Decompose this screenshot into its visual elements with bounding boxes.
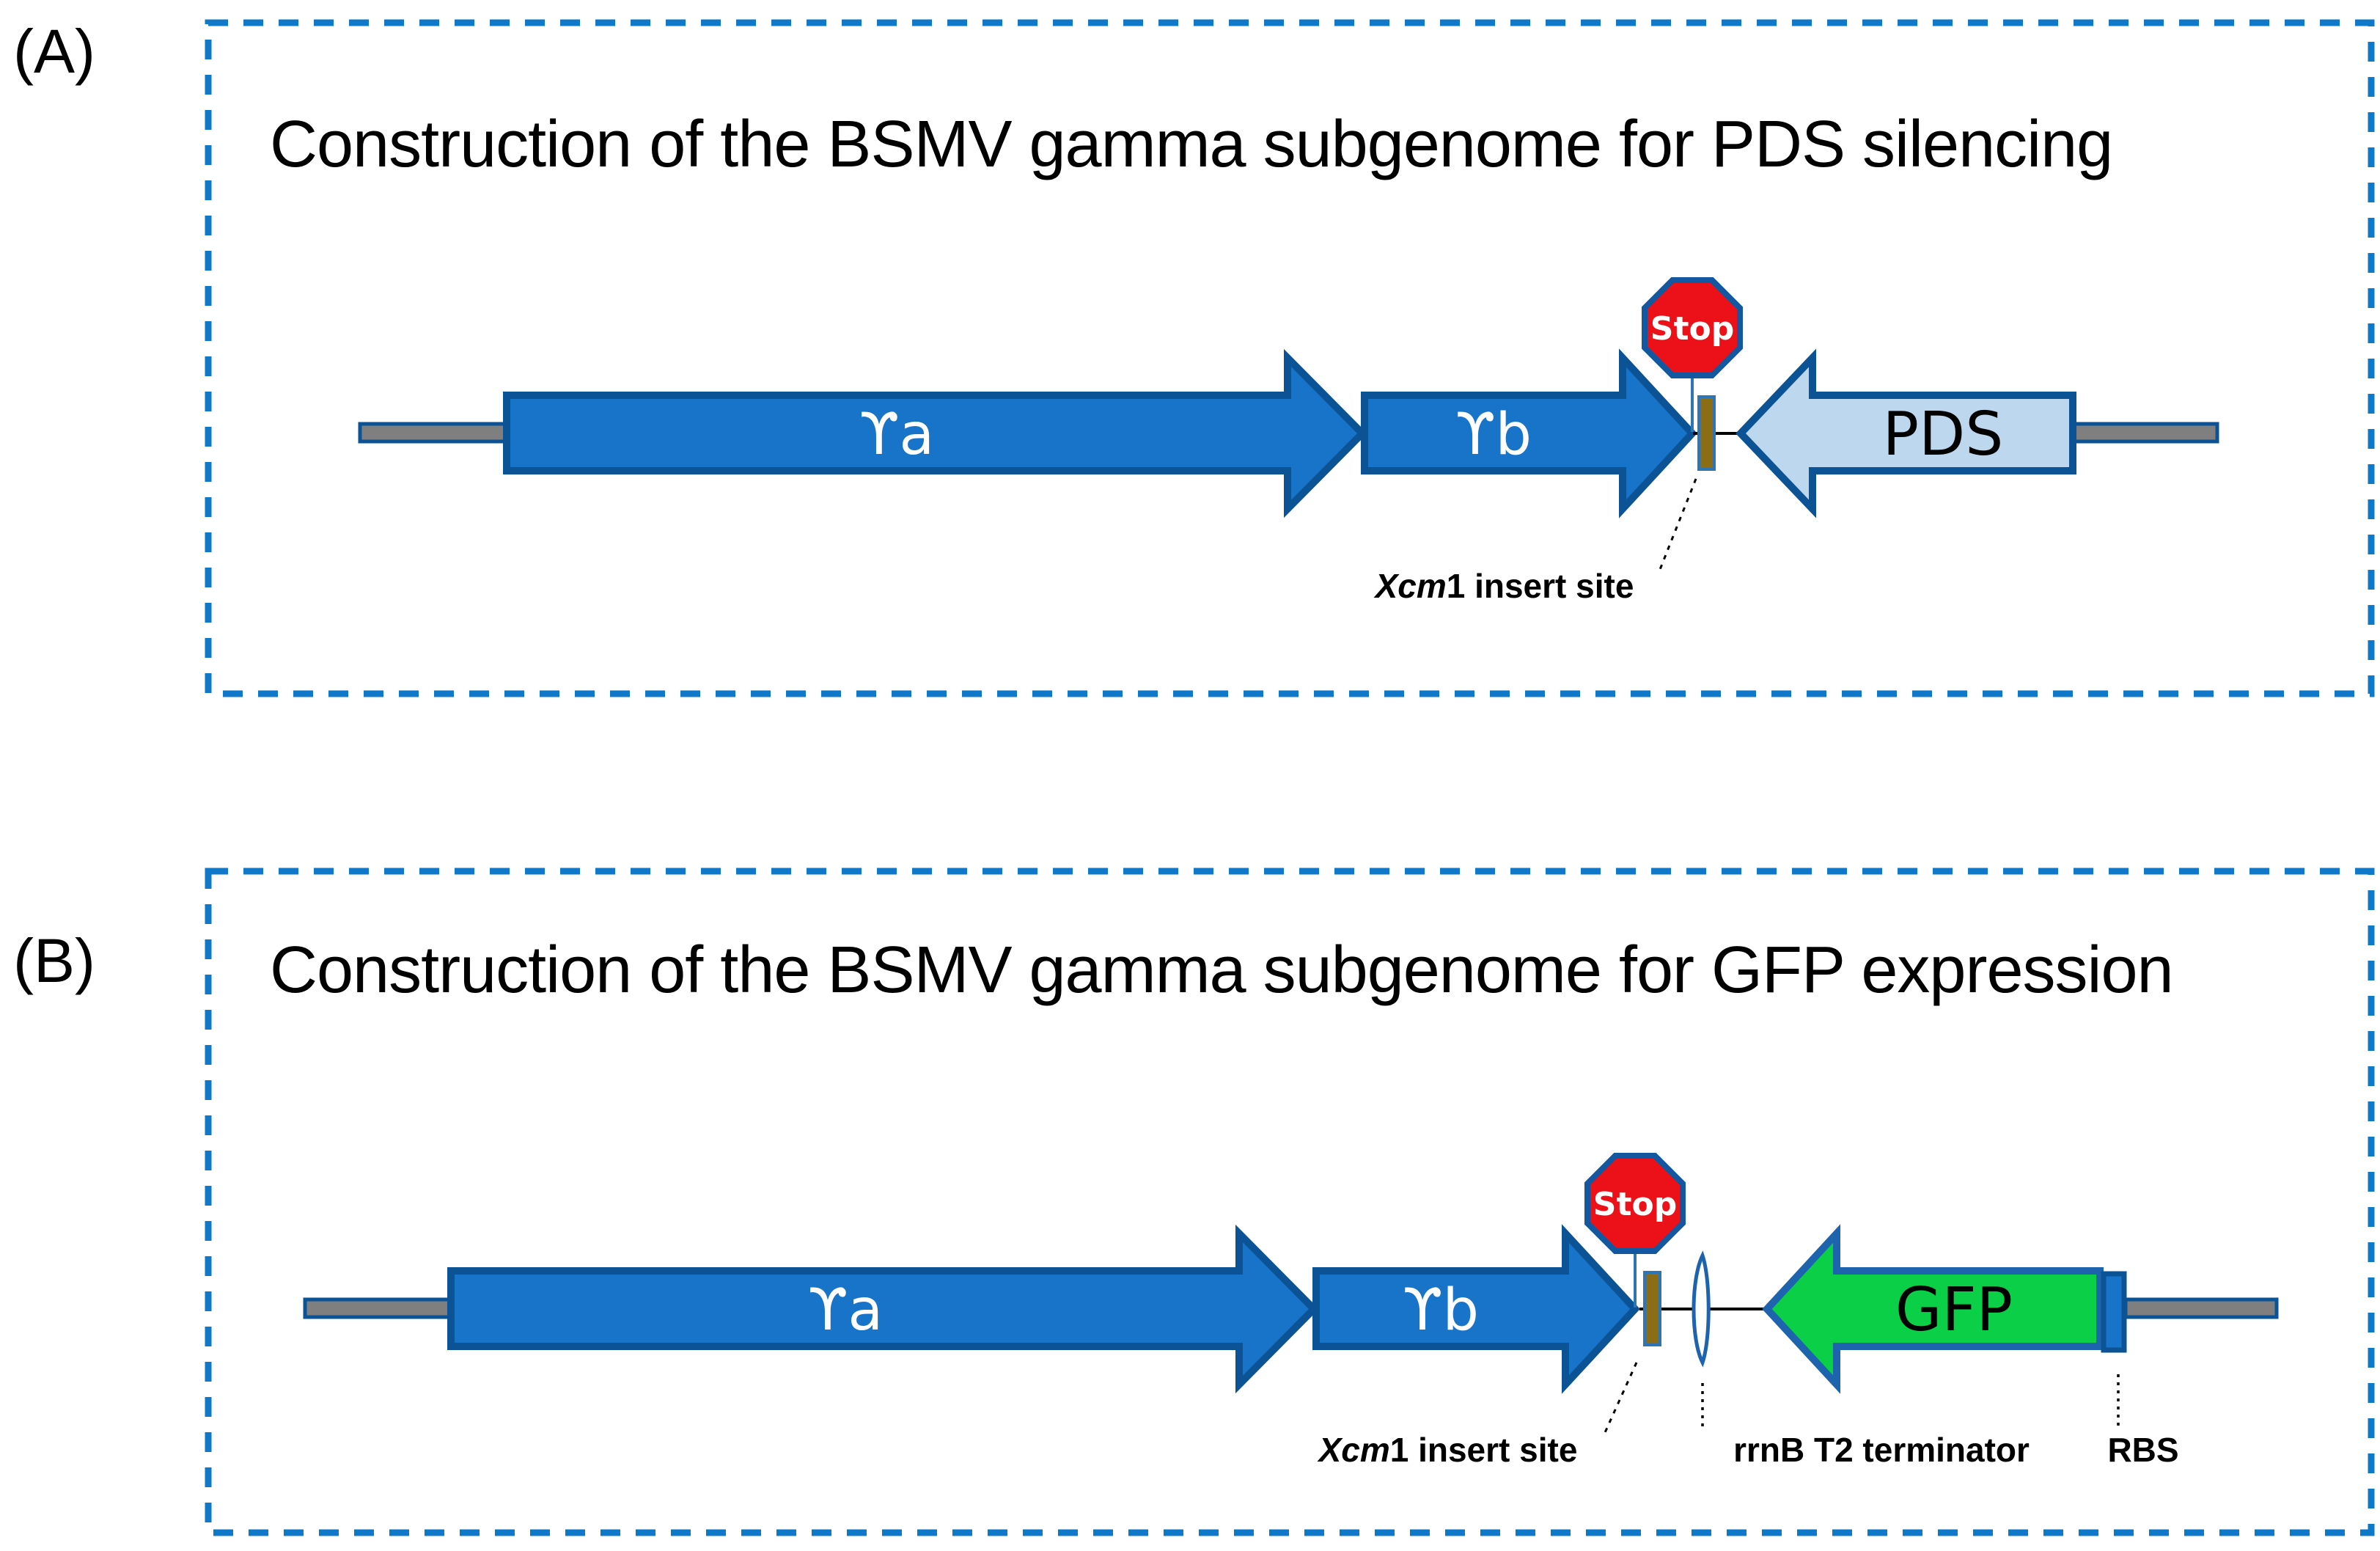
- gamma-b-arrow-a: [1361, 348, 1697, 518]
- gamma-a-arrow-b: [447, 1224, 1320, 1394]
- rbs-caption: RBS: [2107, 1431, 2179, 1469]
- pds-label: PDS: [1883, 400, 2004, 469]
- panel-a-tag: (A): [13, 17, 95, 86]
- gamma-b-label-a: ϒb: [1455, 402, 1532, 468]
- utr-line-right-a: [2067, 422, 2219, 444]
- panel-b-tag: (B): [13, 926, 95, 995]
- xcm1-insert-bar-b: [1643, 1271, 1661, 1346]
- stop-sign-text-a: Stop: [1650, 310, 1734, 348]
- insert-site-leader-a: [1658, 478, 1697, 572]
- panel-b-dashed-border: [205, 868, 2375, 1536]
- gfp-arrow: [1762, 1224, 2104, 1394]
- rrnb-terminator-caption: rrnB T2 terminator: [1733, 1431, 2030, 1469]
- rrnb-terminator-glyph: [1692, 1250, 1711, 1368]
- utr-line-left-a: [358, 422, 508, 444]
- rbs-bar: [2101, 1271, 2127, 1353]
- xcm1-insert-site-caption-b: Xcm1 insert site: [1228, 1430, 1668, 1470]
- gamma-a-arrow-a: [503, 348, 1368, 518]
- stop-sign-icon-b: [1584, 1153, 1686, 1254]
- xcm1-insert-site-caption-a: Xcm1 insert site: [1285, 566, 1725, 606]
- panel-a-dashed-border: [205, 19, 2375, 697]
- xcm1-caption-b-rest: 1 insert site: [1389, 1431, 1578, 1469]
- xcm1-caption-a-italic: Xcm: [1375, 567, 1447, 605]
- panel-a-title: Construction of the BSMV gamma subgenome…: [270, 108, 2113, 181]
- utr-line-right-b: [2123, 1297, 2279, 1319]
- utr-line-left-b: [303, 1297, 452, 1319]
- xcm1-insert-bar-a: [1697, 395, 1716, 471]
- gamma-b-arrow-b: [1312, 1224, 1640, 1394]
- insert-site-leader-b: [1601, 1362, 1638, 1438]
- panel-b-title: Construction of the BSMV gamma subgenome…: [270, 934, 2174, 1007]
- gamma-a-label-a: ϒa: [859, 402, 934, 468]
- stop-sign-icon-a: [1642, 277, 1743, 378]
- xcm1-caption-a-rest: 1 insert site: [1446, 567, 1634, 605]
- gfp-label: GFP: [1895, 1275, 2013, 1345]
- panel-a-diagram: ϒa ϒb Stop PDS: [205, 19, 2375, 697]
- xcm1-caption-b-italic: Xcm: [1318, 1431, 1390, 1469]
- gamma-a-label-b: ϒa: [808, 1277, 883, 1343]
- stop-sign-text-b: Stop: [1593, 1186, 1677, 1223]
- panel-b-diagram: ϒa ϒb Stop GFP: [205, 868, 2375, 1536]
- pds-arrow: [1736, 348, 2076, 518]
- gamma-b-label-b: ϒb: [1403, 1277, 1479, 1343]
